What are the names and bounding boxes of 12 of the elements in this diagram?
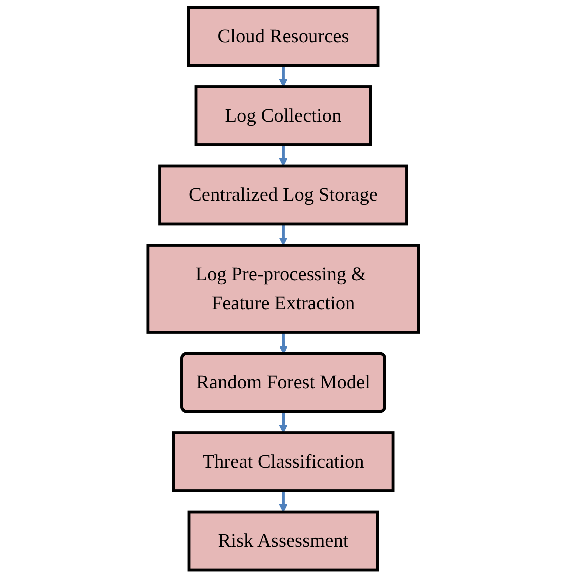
arrow	[279, 491, 288, 513]
node-box: Centralized Log Storage	[158, 164, 408, 226]
arrow	[279, 332, 288, 355]
node-box: Risk Assessment	[188, 510, 380, 572]
arrow	[279, 144, 288, 167]
node-box: Cloud Resources	[187, 6, 380, 68]
arrow	[279, 224, 288, 246]
node-box: Log Collection	[194, 86, 372, 146]
node-box: Threat Classification	[172, 432, 395, 492]
arrow	[279, 66, 288, 88]
node-box: Log Pre-processing & Feature Extraction	[146, 244, 420, 334]
arrow	[279, 412, 288, 434]
